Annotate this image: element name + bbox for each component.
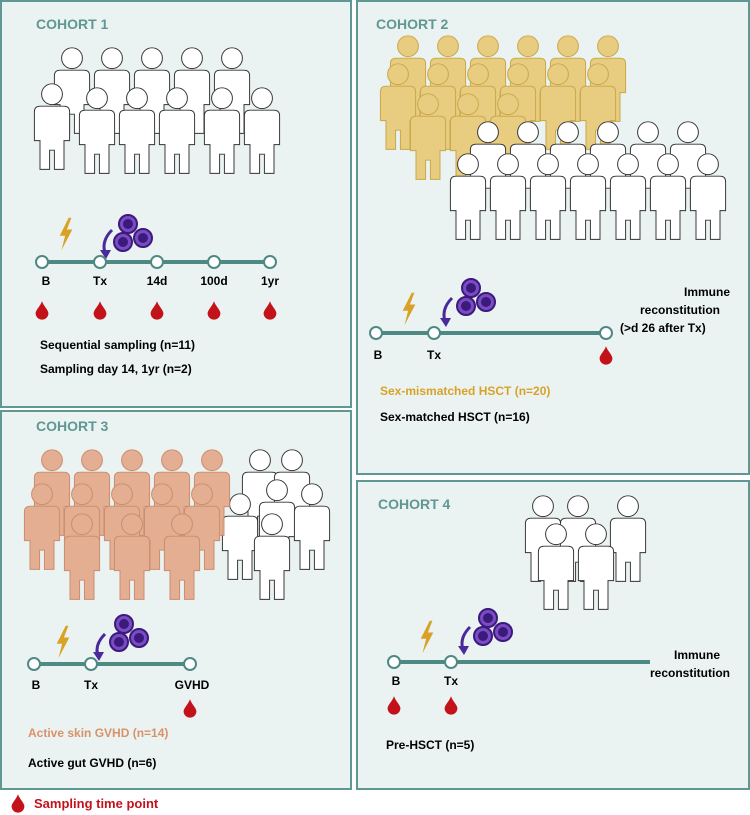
cohort-1-people [33,47,281,174]
timepoint-tx [84,657,98,671]
timepoint-reconstitution [599,326,613,340]
cohort-1-title: COHORT 1 [36,16,109,32]
lightning-icon [420,620,434,654]
blood-drop-icon [11,794,25,813]
timepoint-tx [93,255,107,269]
cohort-4-graphic [387,495,650,715]
timepoint-100d [207,255,221,269]
sex-matched-note: Sex-matched HSCT (n=16) [380,410,530,424]
lightning-icon [56,625,70,659]
cohort-1-panel: COHORT 1 [0,0,352,408]
timeline-label-b: B [31,678,41,692]
stem-cells-icon [113,214,153,252]
stem-cells-icon [456,278,496,316]
blood-drop-icon [183,699,197,718]
timeline-label-tx: Tx [83,678,98,692]
lightning-icon [59,217,73,251]
timepoint-b [387,655,401,669]
stem-cells-icon [473,608,513,646]
timeline-label-1yr: 1yr [260,274,280,288]
timepoint-b [35,255,49,269]
timepoint-gvhd [183,657,197,671]
timepoint-1yr [263,255,277,269]
sex-mismatched-note: Sex-mismatched HSCT (n=20) [380,384,551,398]
cohort-3-title: COHORT 3 [36,418,109,434]
cohort-3-graphic [23,449,331,718]
cohort-2-panel: COHORT 2 [356,0,750,475]
timepoint-b [27,657,41,671]
blood-drop-icons [35,301,277,320]
reconstitution-label-2: reconstitution [650,666,730,680]
timeline-label-100d: 100d [200,274,228,288]
reconstitution-label-3: (>d 26 after Tx) [620,321,706,335]
timeline-label-14d: 14d [146,274,168,288]
cohort-3-panel: COHORT 3 [0,410,352,790]
timepoint-tx [444,655,458,669]
reconstitution-label-2: reconstitution [640,303,720,317]
lightning-icon [402,292,416,326]
timeline-label-b: B [373,348,383,362]
cohort-2-graphic [369,35,727,365]
cohort-1-graphic [33,47,281,320]
timepoint-tx [427,326,441,340]
cohort-4-panel: COHORT 4 B Tx Immune reconstitution Pre-… [356,480,750,790]
skin-gvhd-people [23,449,231,600]
skin-gvhd-note: Active skin GVHD (n=14) [28,726,169,740]
legend-label: Sampling time point [34,796,159,811]
cohort-2-title: COHORT 2 [376,16,449,32]
timeline-label-b: B [41,274,51,288]
cohort-1-note-2: Sampling day 14, 1yr (n=2) [40,362,192,376]
timepoint-14d [150,255,164,269]
reconstitution-label-1: Immune [684,285,731,299]
blood-drop-icons [387,696,458,715]
timeline-label-gvhd: GVHD [174,678,210,692]
pre-hsct-note: Pre-HSCT (n=5) [386,738,475,752]
timeline-label-b: B [391,674,401,688]
timeline-label-tx: Tx [443,674,458,688]
healthy-people [221,449,331,600]
gut-gvhd-note: Active gut GVHD (n=6) [28,756,157,770]
pre-hsct-people [524,495,647,610]
blood-drop-icon [599,346,613,365]
timeline-label-tx: Tx [92,274,107,288]
timeline-label-tx: Tx [426,348,441,362]
reconstitution-label-1: Immune [674,648,721,662]
cohort-4-title: COHORT 4 [378,496,451,512]
cohort-1-note-1: Sequential sampling (n=11) [40,338,196,352]
stem-cells-icon [109,614,149,652]
timepoint-b [369,326,383,340]
